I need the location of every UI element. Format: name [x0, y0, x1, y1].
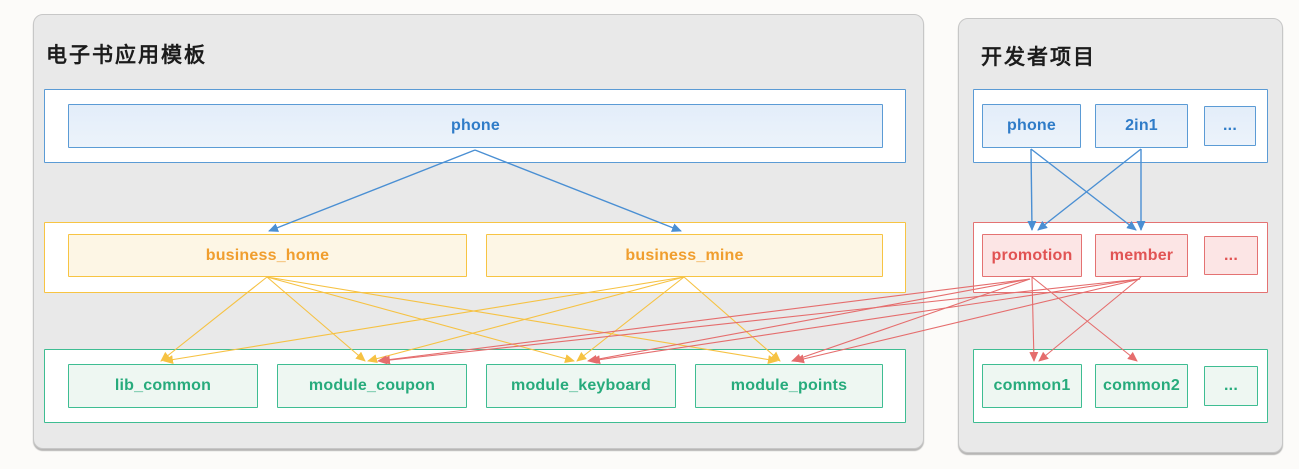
dev-common-container: common1 common2 ...: [973, 349, 1268, 423]
node-module-points: module_points: [695, 364, 883, 408]
node-common1: common1: [982, 364, 1082, 408]
node-module-keyboard: module_keyboard: [486, 364, 676, 408]
dev-app-container: phone 2in1 ...: [973, 89, 1268, 163]
panel-developer-projects: 开发者项目 phone 2in1 ... promotion member ..…: [958, 18, 1283, 453]
panel-ebook-template-title: 电子书应用模板: [46, 44, 207, 67]
node-dev-app-more: ...: [1204, 106, 1256, 146]
node-dev-phone: phone: [982, 104, 1081, 148]
node-member: member: [1095, 234, 1188, 277]
node-lib-common: lib_common: [68, 364, 258, 408]
node-template-phone: phone: [68, 104, 883, 148]
node-business-home: business_home: [68, 234, 467, 277]
template-app-container: phone: [44, 89, 906, 163]
node-module-coupon: module_coupon: [277, 364, 467, 408]
node-dev-common-more: ...: [1204, 366, 1258, 406]
panel-ebook-template: 电子书应用模板 phone business_home business_min…: [33, 14, 924, 449]
template-module-container: lib_common module_coupon module_keyboard…: [44, 349, 906, 423]
node-promotion: promotion: [982, 234, 1082, 277]
panel-developer-projects-title: 开发者项目: [981, 46, 1096, 69]
template-business-container: business_home business_mine: [44, 222, 906, 293]
dev-business-container: promotion member ...: [973, 222, 1268, 293]
node-business-mine: business_mine: [486, 234, 883, 277]
node-common2: common2: [1095, 364, 1188, 408]
node-dev-business-more: ...: [1204, 236, 1258, 275]
node-dev-2in1: 2in1: [1095, 104, 1188, 148]
